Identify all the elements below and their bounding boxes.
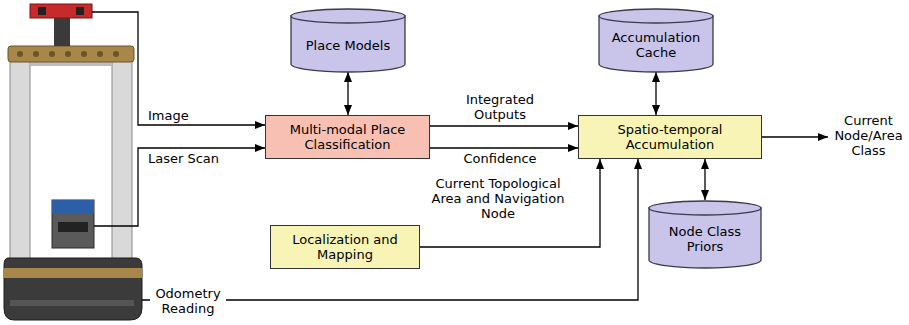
database-cylinder: Accumulation Cache xyxy=(598,8,714,72)
database-cylinder: Place Models xyxy=(290,8,406,72)
node-text: Node Class Priors xyxy=(652,224,758,254)
node-text: Place Models xyxy=(306,38,391,53)
database-cylinder: Node Class Priors xyxy=(648,200,762,268)
node-text: Accumulation Cache xyxy=(602,30,710,60)
odometry-wire xyxy=(142,159,638,300)
process-box: Spatio-temporal Accumulation xyxy=(578,115,762,159)
image-wire xyxy=(92,12,265,125)
connector-arrow xyxy=(430,125,578,126)
connector-arrow xyxy=(704,159,705,200)
edge-label: Confidence xyxy=(452,151,548,166)
edge-label: Integrated Outputs xyxy=(452,92,548,122)
connector-arrow xyxy=(347,72,348,115)
signal-wires xyxy=(92,12,828,300)
connector-arrow xyxy=(430,147,578,148)
connector-arrow xyxy=(420,159,600,247)
laser-wire xyxy=(94,148,265,226)
node-text: Localization and Mapping xyxy=(277,232,413,262)
node-text: Multi-modal Place Classification xyxy=(272,122,423,152)
node-text: Spatio-temporal Accumulation xyxy=(585,122,755,152)
signal-label: Image xyxy=(148,108,228,123)
process-box: Multi-modal Place Classification xyxy=(265,115,430,159)
process-box: Localization and Mapping xyxy=(270,225,420,269)
signal-label: Odometry Reading xyxy=(150,286,226,316)
edge-label: Current Topological Area and Navigation … xyxy=(430,176,566,221)
signal-label: Current Node/Area Class xyxy=(831,113,906,158)
robot-figure xyxy=(4,4,142,320)
connector-arrow xyxy=(655,72,656,115)
output-wire xyxy=(762,136,828,137)
signal-label: Laser Scan xyxy=(148,151,238,166)
